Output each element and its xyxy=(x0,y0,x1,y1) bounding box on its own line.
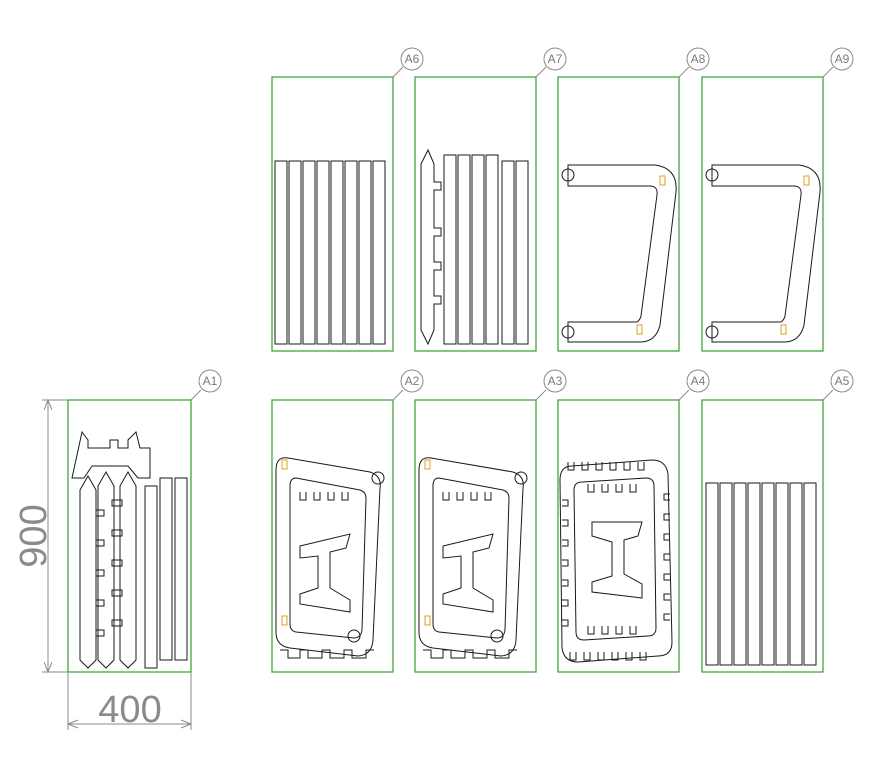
panel-a4[interactable] xyxy=(557,399,680,673)
callout-a9: A9 xyxy=(822,47,854,78)
callout-a4-label: A4 xyxy=(691,374,706,388)
panel-a2[interactable] xyxy=(271,399,394,673)
spine-a1-right xyxy=(111,470,137,669)
frame-arm-a9 xyxy=(705,164,821,343)
panel-a6[interactable] xyxy=(271,76,394,352)
spine-a1-mid xyxy=(97,470,123,669)
spine-a1-left xyxy=(79,474,105,669)
panel-a7[interactable] xyxy=(414,76,537,352)
panel-a5[interactable] xyxy=(701,399,824,673)
panel-a3[interactable] xyxy=(414,399,537,673)
top-bracket-a1 xyxy=(71,430,151,479)
spine-a7 xyxy=(420,148,442,346)
callout-a8-label: A8 xyxy=(691,52,706,66)
frame-a3 xyxy=(418,457,528,659)
width-dimension-label: 400 xyxy=(98,689,161,731)
frame-arm-a8 xyxy=(561,164,677,343)
callout-a5-label: A5 xyxy=(835,374,850,388)
panel-a9[interactable] xyxy=(701,76,824,352)
height-dimension-label: 900 xyxy=(13,504,55,567)
strips-a5 xyxy=(705,482,817,666)
callout-a7: A7 xyxy=(535,47,567,78)
callout-a1: A1 xyxy=(190,369,222,401)
strips-a6 xyxy=(274,160,386,345)
strips-a1 xyxy=(144,477,188,669)
callout-a6-label: A6 xyxy=(405,52,420,66)
strips-a7 xyxy=(443,154,529,345)
callout-a9-label: A9 xyxy=(835,52,850,66)
panel-a8[interactable] xyxy=(557,76,680,352)
height-dimension: 900 xyxy=(13,398,68,674)
callout-a5: A5 xyxy=(822,369,854,401)
callout-a7-label: A7 xyxy=(548,52,563,66)
panel-a1[interactable] xyxy=(67,399,192,673)
callout-a1-label: A1 xyxy=(203,374,218,388)
frame-a2 xyxy=(275,457,385,659)
callout-a2: A2 xyxy=(392,369,424,401)
callout-a6: A6 xyxy=(392,47,424,78)
width-dimension: 400 xyxy=(66,672,193,731)
frame-a4 xyxy=(559,459,673,663)
callout-a3: A3 xyxy=(535,369,567,401)
callout-a2-label: A2 xyxy=(405,374,420,388)
callout-a4: A4 xyxy=(678,369,710,401)
callout-a8: A8 xyxy=(678,47,710,78)
callout-a3-label: A3 xyxy=(548,374,563,388)
